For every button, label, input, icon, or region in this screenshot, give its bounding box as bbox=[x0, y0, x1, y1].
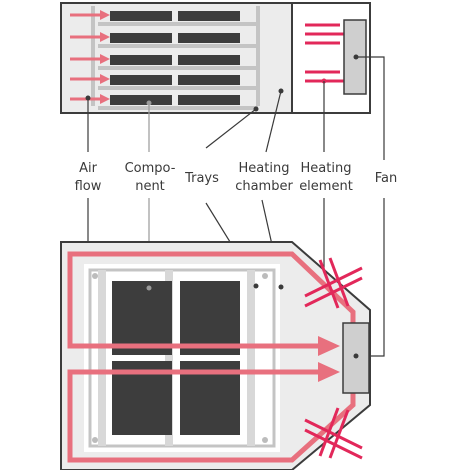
tray-corner bbox=[92, 437, 98, 443]
component bbox=[178, 33, 240, 43]
top-tray-2 bbox=[98, 33, 258, 48]
label-trays: Trays bbox=[178, 170, 226, 188]
component bbox=[112, 281, 172, 355]
tray bbox=[98, 86, 258, 90]
label-fan-text: Fan bbox=[374, 171, 398, 186]
top-tray-1 bbox=[98, 11, 258, 26]
leader-fan-up bbox=[356, 56, 385, 160]
label-air-flow-line2: flow bbox=[74, 179, 102, 194]
top-view bbox=[60, 2, 371, 114]
component bbox=[178, 95, 240, 105]
tray-corner bbox=[262, 437, 268, 443]
component bbox=[110, 95, 172, 105]
tray bbox=[98, 44, 258, 48]
top-tray-3 bbox=[98, 55, 258, 70]
component bbox=[178, 55, 240, 65]
bottom-tray-post bbox=[98, 270, 106, 446]
tray bbox=[98, 66, 258, 70]
top-tray-4 bbox=[98, 75, 258, 90]
top-tray-post-right bbox=[256, 6, 260, 106]
airflow-arrowhead bbox=[318, 362, 340, 382]
tray-corner bbox=[92, 273, 98, 279]
tray bbox=[98, 106, 258, 110]
leader-trays-up bbox=[205, 108, 257, 149]
label-heating-element-line1: Heating bbox=[300, 161, 352, 176]
label-heating-element-line2: element bbox=[299, 179, 353, 194]
label-trays-text: Trays bbox=[185, 171, 219, 186]
component bbox=[110, 11, 172, 21]
bottom-view bbox=[60, 241, 371, 470]
leader-dot-chamber-bottom bbox=[278, 284, 284, 290]
label-air-flow: Air flow bbox=[64, 160, 112, 196]
heater-cross-lower bbox=[304, 407, 363, 460]
top-tray-5 bbox=[98, 95, 258, 110]
airflow-arrow bbox=[70, 10, 110, 20]
top-tray-post-left bbox=[91, 6, 95, 106]
bottom-airflow-arrowheads bbox=[318, 336, 340, 382]
top-airflow-arrows bbox=[70, 10, 110, 104]
airflow-arrow bbox=[70, 54, 110, 64]
component bbox=[180, 281, 240, 355]
label-fan: Fan bbox=[366, 170, 406, 188]
leader-chamber-up bbox=[265, 90, 282, 153]
component bbox=[110, 55, 172, 65]
leader-dot-fan-bottom bbox=[353, 353, 359, 359]
heater-cross-upper bbox=[304, 257, 363, 309]
component bbox=[178, 75, 240, 85]
label-component: Compo- nent bbox=[118, 160, 182, 196]
label-component-line2: nent bbox=[135, 179, 165, 194]
label-heating-chamber: Heating chamber bbox=[232, 160, 296, 196]
label-heating-chamber-line1: Heating bbox=[238, 161, 290, 176]
tray-corner bbox=[262, 273, 268, 279]
airflow-arrow bbox=[70, 94, 110, 104]
label-heating-element: Heating element bbox=[294, 160, 358, 196]
component bbox=[110, 33, 172, 43]
leader-dot-trays-bottom bbox=[253, 283, 259, 289]
airflow-arrow bbox=[70, 74, 110, 84]
bottom-tray-post bbox=[165, 270, 173, 446]
bottom-heating-elements bbox=[304, 257, 363, 460]
label-air-flow-line1: Air bbox=[79, 161, 97, 176]
label-heating-chamber-line2: chamber bbox=[235, 179, 293, 194]
leader-dot-component-bottom bbox=[146, 285, 152, 291]
component bbox=[178, 11, 240, 21]
tray bbox=[98, 22, 258, 26]
component bbox=[110, 75, 172, 85]
airflow-arrowhead bbox=[318, 336, 340, 356]
bottom-tray-frame bbox=[88, 268, 276, 448]
airflow-arrow bbox=[70, 32, 110, 42]
label-component-line1: Compo- bbox=[124, 161, 176, 176]
top-trays bbox=[98, 11, 258, 110]
bottom-tray-post bbox=[247, 270, 255, 446]
